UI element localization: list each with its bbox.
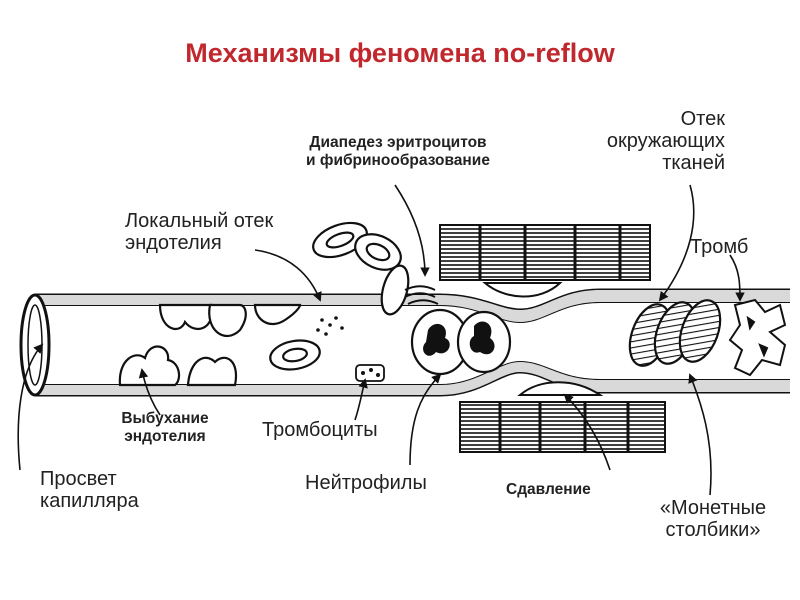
lower-tissue-block [459,401,666,453]
label-rouleaux: «Монетные столбики» [659,497,767,541]
diagram-title: Механизмы феномена no-reflow [185,38,615,68]
neutrophils-group [410,308,512,376]
endothelial-swelling [118,303,302,387]
red-blood-cells [269,221,410,371]
fibrin-strands [404,285,439,305]
label-capillary-lumen: Просвет капилляра [40,468,139,512]
edema-domes [482,282,604,396]
rouleaux-stack [628,299,722,367]
label-endothelial-swelling: Выбухание эндотелия [121,410,209,445]
label-neutrophils: Нейтрофилы [305,472,427,494]
label-platelets: Тромбоциты [262,419,378,441]
pointer-lines [17,184,745,496]
label-diapedesis: Диапедез эритроцитов и фибринообразовани… [306,134,490,169]
label-thrombus: Тромб [690,236,749,258]
thrombus-mass [728,298,787,377]
upper-tissue-block [439,224,651,281]
label-local-edema: Локальный отек эндотелия [125,210,274,254]
platelets-cluster [316,316,385,382]
label-compression: Сдавление [506,481,591,498]
label-tissue-edema: Отек окружающих тканей [606,108,725,174]
